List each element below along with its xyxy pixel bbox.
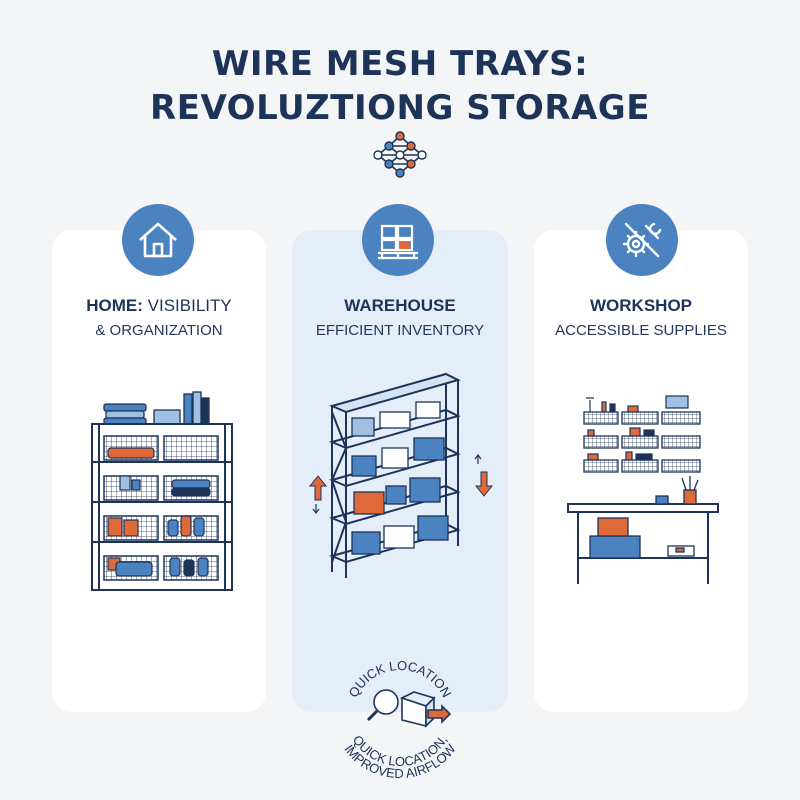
warehouse-rack-illustration bbox=[308, 372, 494, 578]
warehouse-title: WAREHOUSE bbox=[344, 296, 456, 315]
home-card: HOME: VISIBILITY & ORGANIZATION bbox=[52, 204, 266, 712]
home-title: HOME: VISIBILITY bbox=[86, 296, 232, 315]
mesh-network-icon bbox=[373, 131, 427, 178]
up-arrow-icon bbox=[308, 475, 328, 501]
home-shelf-illustration bbox=[91, 391, 233, 591]
home-badge bbox=[122, 204, 194, 276]
tools-gear-icon bbox=[622, 222, 662, 258]
magnifier-box-icon bbox=[366, 689, 452, 728]
arc-text-top: QUICK LOCATION bbox=[346, 658, 455, 700]
pallet-boxes-icon bbox=[378, 224, 418, 260]
house-icon bbox=[139, 222, 177, 258]
down-arrow-icon bbox=[474, 471, 494, 497]
workshop-card: WORKSHOP ACCESSIBLE SUPPLIES bbox=[534, 204, 748, 712]
quick-location-badge: QUICK LOCATION QUICK LOCATION, IMPROVED … bbox=[341, 658, 459, 781]
workshop-badge bbox=[606, 204, 678, 276]
workshop-bench-illustration bbox=[567, 395, 719, 584]
warehouse-card: WAREHOUSE EFFICIENT INVENTORY bbox=[292, 204, 508, 712]
warehouse-badge bbox=[362, 204, 434, 276]
home-subtitle: & ORGANIZATION bbox=[95, 322, 223, 339]
page-title-line-2: REVOLUZTIONG STORAGE bbox=[150, 88, 650, 128]
workshop-subtitle: ACCESSIBLE SUPPLIES bbox=[555, 322, 727, 339]
warehouse-subtitle: EFFICIENT INVENTORY bbox=[315, 322, 485, 339]
workshop-title: WORKSHOP bbox=[590, 296, 692, 315]
page-title-line-1: WIRE MESH TRAYS: bbox=[211, 44, 589, 84]
